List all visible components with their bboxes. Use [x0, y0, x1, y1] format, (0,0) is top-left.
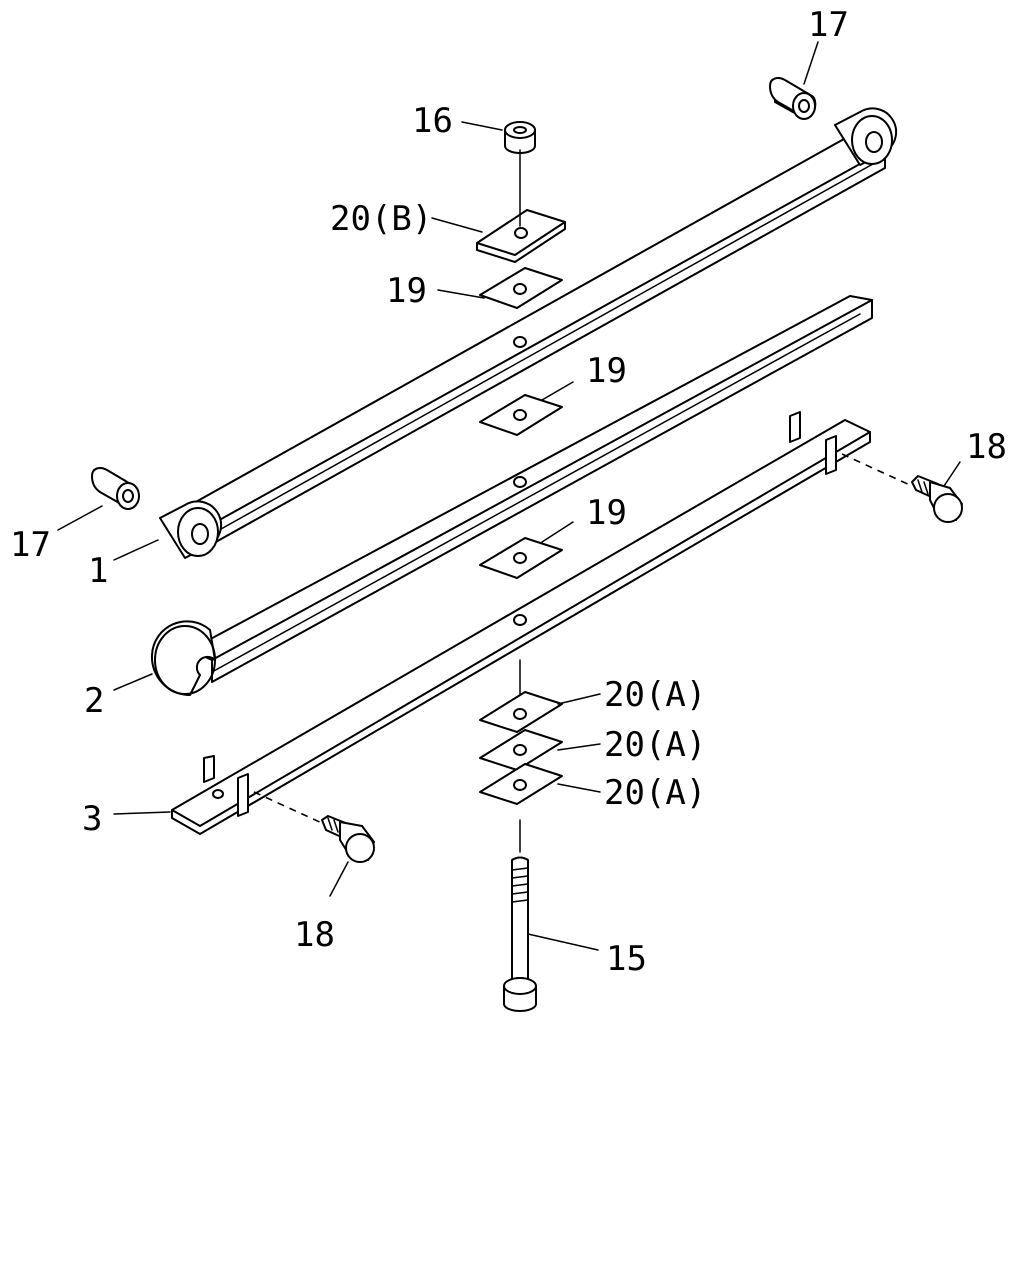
callout-20a-3: 20(A): [604, 773, 706, 813]
callout-19-top: 19: [386, 271, 427, 311]
callout-20a-1: 20(A): [604, 675, 706, 715]
nut-16: [504, 121, 536, 227]
callout-18-right: 18: [966, 427, 1007, 467]
leader-lines: [57, 41, 961, 951]
spacer-19-top: [479, 267, 563, 309]
leaf-spring-2: [150, 295, 873, 697]
plate-20a-2: [479, 729, 563, 771]
callout-19-low: 19: [586, 493, 627, 533]
spacer-19-low: [479, 537, 563, 579]
callout-15: 15: [606, 939, 647, 979]
bolt-18-right: [841, 453, 963, 523]
center-bolt-15: [503, 819, 537, 1012]
leaf-spring-3: [171, 411, 871, 835]
plate-20a-3: [479, 763, 563, 805]
callout-17-top: 17: [808, 5, 849, 45]
plate-20b: [476, 209, 566, 263]
callout-1: 1: [88, 551, 108, 591]
callout-19-mid: 19: [586, 351, 627, 391]
callout-18-bottom: 18: [294, 915, 335, 955]
plate-20a-1: [479, 659, 563, 733]
callout-2: 2: [84, 681, 104, 721]
callout-16: 16: [412, 101, 453, 141]
bolt-18-bottom: [253, 791, 375, 863]
bushing-17-left: [91, 467, 140, 510]
callout-3: 3: [82, 799, 102, 839]
spacer-19-mid: [479, 394, 563, 436]
callout-17-left: 17: [10, 525, 51, 565]
callout-20b: 20(B): [330, 199, 432, 239]
bushing-17-top: [769, 77, 817, 120]
callout-20a-2: 20(A): [604, 725, 706, 765]
leaf-spring-1: [159, 107, 898, 559]
